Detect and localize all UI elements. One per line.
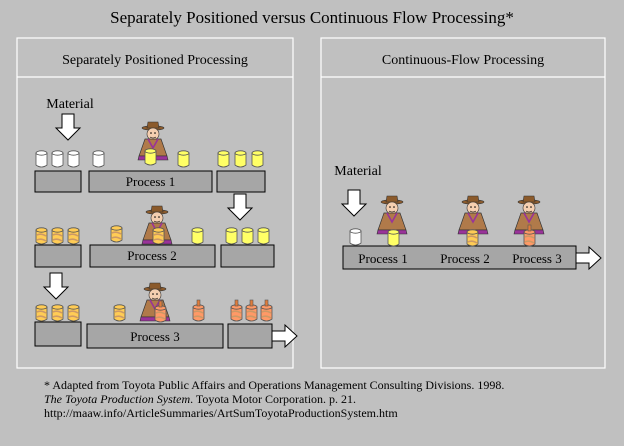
p1-part-icon: [257, 227, 270, 245]
worker-icon-cf-3: [513, 195, 545, 235]
footnote-book-title: The Toyota Production System: [44, 392, 191, 406]
buffer-bar-left-2: [34, 244, 82, 268]
p1-part-icon: [241, 227, 254, 245]
p2-part-icon: [35, 227, 48, 245]
incoming-part-icon: [110, 225, 123, 243]
footnote-line-1: * Adapted from Toyota Public Affairs and…: [44, 378, 505, 392]
p1-part-icon: [234, 150, 247, 168]
process-bar-2: [89, 244, 216, 268]
output-right-arrow-icon-right: [575, 245, 602, 271]
right-process-2-label: Process 2: [440, 251, 489, 266]
buffer-bar-left-3: [34, 321, 82, 347]
p1-part-icon: [251, 150, 264, 168]
p3-part-icon: [245, 299, 258, 322]
worker-held-part-icon: [523, 224, 536, 247]
p2-part-icon: [51, 227, 64, 245]
diagram-title: Separately Positioned versus Continuous …: [110, 8, 514, 27]
right-process-1-label: Process 1: [358, 251, 407, 266]
p1-part-icon: [217, 150, 230, 168]
finished-part-icon: [192, 299, 205, 322]
waiting-part-icon: [191, 227, 204, 245]
material-down-arrow-icon: [54, 113, 82, 141]
worker-held-part-icon: [387, 229, 400, 247]
worker-icon-cf-2: [457, 195, 489, 235]
raw-part-icon: [349, 228, 362, 246]
buffer-bar-input: [34, 170, 82, 193]
worker-held-part-icon: [152, 227, 165, 245]
process-bar-1: [88, 170, 213, 193]
raw-part-icon: [35, 150, 48, 168]
p2-part-icon: [67, 304, 80, 322]
p2-part-icon: [35, 304, 48, 322]
p3-part-icon: [230, 299, 243, 322]
p2-part-icon: [67, 227, 80, 245]
footnote: * Adapted from Toyota Public Affairs and…: [44, 378, 504, 420]
raw-part-icon: [51, 150, 64, 168]
finished-part-icon: [177, 150, 190, 168]
p3-part-icon: [260, 299, 273, 322]
right-material-down-arrow-icon: [340, 189, 368, 217]
left-process-2-label: Process 2: [127, 248, 176, 263]
buffer-bar-after-1: [216, 170, 266, 193]
output-right-arrow-icon-left: [271, 323, 298, 349]
buffer-bar-output: [227, 323, 273, 349]
p1-part-icon: [225, 227, 238, 245]
transfer-down-arrow-icon-1: [226, 193, 254, 221]
left-material-label: Material: [46, 97, 94, 112]
footnote-url: http://maaw.info/ArticleSummaries/ArtSum…: [44, 406, 398, 420]
footnote-publisher: . Toyota Motor Corporation. p. 21.: [190, 392, 357, 406]
left-process-1-label: Process 1: [126, 174, 175, 189]
worker-held-part-icon: [466, 229, 479, 247]
buffer-bar-before-2: [220, 244, 275, 268]
worker-held-part-icon: [154, 300, 167, 323]
p2-part-icon: [51, 304, 64, 322]
footnote-line-2: The Toyota Production System. Toyota Mot…: [44, 392, 504, 406]
right-process-3-label: Process 3: [512, 251, 561, 266]
worker-icon-cf-1: [376, 195, 408, 235]
raw-part-icon: [67, 150, 80, 168]
right-panel-title: Continuous-Flow Processing: [381, 53, 545, 68]
left-process-3-label: Process 3: [130, 329, 179, 344]
right-material-label: Material: [334, 164, 382, 179]
left-panel-title: Separately Positioned Processing: [62, 53, 248, 68]
transfer-down-arrow-icon-2: [42, 272, 70, 300]
worker-held-part-icon: [144, 148, 157, 166]
raw-part-icon: [92, 150, 105, 168]
process-bar-3: [86, 323, 224, 349]
incoming-part-icon: [113, 304, 126, 322]
